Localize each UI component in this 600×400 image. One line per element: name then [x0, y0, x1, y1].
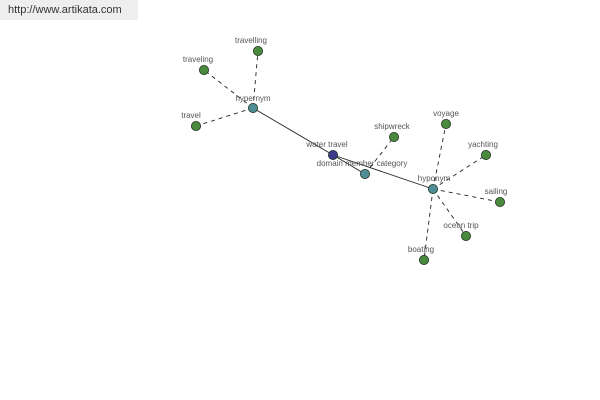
node-ocean-trip[interactable]: [460, 230, 471, 241]
node-travel[interactable]: [190, 121, 201, 132]
edge-water-travel-domain-member-category: [332, 154, 366, 175]
label-domain-member-category[interactable]: domain member category: [317, 159, 408, 168]
edge-domain-member-category-shipwreck: [364, 136, 395, 175]
label-yachting[interactable]: yachting: [468, 140, 498, 149]
label-boating[interactable]: boating: [408, 245, 434, 254]
label-shipwreck[interactable]: shipwreck: [374, 122, 411, 131]
node-hypernym[interactable]: [247, 103, 258, 114]
node-voyage[interactable]: [440, 119, 451, 130]
node-traveling[interactable]: [198, 65, 209, 76]
edge-hyponym-yachting: [432, 154, 487, 190]
node-hyponym[interactable]: [427, 183, 438, 194]
label-travel[interactable]: travel: [181, 111, 201, 120]
node-shipwreck[interactable]: [388, 131, 399, 142]
node-yachting[interactable]: [480, 149, 491, 160]
source-url-banner[interactable]: http://www.artikata.com: [0, 0, 138, 20]
edge-hypernym-traveling: [203, 69, 254, 109]
node-sailing[interactable]: [494, 196, 505, 207]
edge-hyponym-sailing: [432, 188, 501, 203]
edge-water-travel-hypernym: [252, 107, 334, 156]
edge-hypernym-travel: [195, 107, 254, 127]
node-layer: [190, 46, 505, 265]
label-hyponym[interactable]: hyponym: [418, 174, 451, 183]
label-travelling[interactable]: travelling: [235, 36, 267, 45]
node-water-travel[interactable]: [327, 149, 338, 160]
edge-layer: [195, 50, 501, 261]
label-sailing[interactable]: sailing: [485, 187, 508, 196]
edge-hyponym-voyage: [432, 123, 447, 190]
node-boating[interactable]: [418, 254, 429, 265]
edge-water-travel-hyponym: [332, 154, 434, 190]
label-ocean-trip[interactable]: ocean trip: [443, 221, 479, 230]
node-domain-member-category[interactable]: [359, 168, 370, 179]
label-water-travel[interactable]: water travel: [305, 140, 348, 149]
label-traveling[interactable]: traveling: [183, 55, 213, 64]
node-travelling[interactable]: [252, 46, 263, 57]
edge-hyponym-ocean-trip: [432, 188, 467, 237]
label-hypernym[interactable]: hypernym: [235, 94, 270, 103]
label-voyage[interactable]: voyage: [433, 109, 459, 118]
label-layer: water travel hypernym domain member catego…: [181, 36, 507, 254]
edge-hypernym-travelling: [252, 50, 259, 109]
edge-hyponym-boating: [423, 188, 434, 261]
